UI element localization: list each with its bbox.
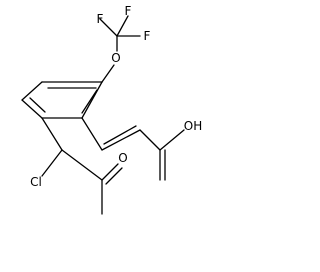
bond-ring-1-inner: [81, 89, 98, 114]
bond-vinyl-double-a: [101, 129, 141, 151]
atom-label-cl: Cl: [30, 175, 42, 189]
bond-c-f1: [99, 18, 118, 37]
bond-keto-double-a: [101, 163, 119, 181]
bond-vinyl-carboxyl: [139, 129, 161, 151]
bond-c-f2: [116, 15, 129, 37]
bond-chc-cl: [41, 149, 63, 177]
bond-ring-3: [21, 99, 43, 119]
bond-set: [21, 15, 185, 215]
bond-carboxyl-oh: [159, 129, 185, 151]
bond-ring-vinyl: [81, 117, 103, 151]
atom-label-o-ether: O: [111, 51, 120, 65]
bond-chc-co: [61, 149, 103, 181]
molecule-structure: F F F O OH O Cl: [21, 4, 202, 215]
bond-keto-double-b: [105, 167, 123, 185]
bond-ring-4: [21, 81, 43, 101]
atom-label-oh: OH: [184, 119, 202, 133]
bond-ring-chc: [41, 117, 63, 151]
bond-ring-1: [81, 81, 103, 119]
bond-vinyl-double-b: [103, 125, 137, 145]
atom-label-o-keto: O: [118, 151, 127, 165]
bond-ring-3-inner: [29, 97, 46, 113]
atom-label-f1: F: [97, 12, 104, 26]
atom-label-f2: F: [125, 4, 132, 18]
bond-oxygen-ring: [101, 64, 115, 83]
atom-labels: F F F O OH O Cl: [30, 4, 202, 189]
atom-label-f3: F: [144, 29, 151, 43]
